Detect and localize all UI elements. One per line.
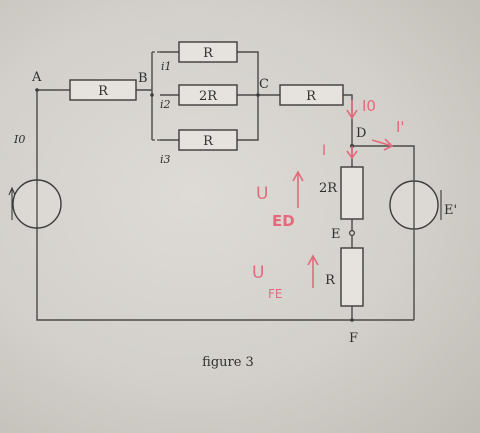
wire-left [36, 90, 414, 321]
arrow-i-down-icon [346, 146, 358, 160]
node-a-label: A [31, 70, 42, 85]
node-a-dot [35, 88, 39, 92]
current-i1-label: i1 [161, 60, 172, 73]
arrow-u-ed-icon [292, 170, 304, 208]
resistor-bottom-label: R [203, 134, 214, 149]
arrow-i-prime-icon [371, 138, 394, 151]
resistor-bottom [178, 129, 238, 151]
node-b-label: B [138, 71, 148, 86]
annotation-u-fe-sub: FE [268, 287, 282, 301]
wire-c-d [258, 94, 353, 167]
resistor-ab [69, 79, 137, 101]
figure-caption: figure 3 [202, 355, 254, 370]
node-e-label: E [331, 227, 341, 242]
arrow-i0-down-icon [346, 100, 358, 120]
resistor-middle [178, 84, 238, 106]
node-c-dot [256, 93, 260, 97]
resistor-ef-label: R [325, 273, 336, 288]
node-e-dot [349, 230, 356, 237]
resistor-ab-label: R [98, 84, 109, 99]
pen-annotations [292, 100, 394, 288]
node-d-label: D [356, 126, 366, 141]
resistor-top [178, 41, 238, 63]
node-f-dot [350, 318, 354, 322]
node-c-label: C [259, 77, 269, 92]
current-i0-label: I0 [13, 133, 25, 146]
resistor-de [340, 166, 364, 220]
resistor-cd [279, 84, 344, 106]
annotation-i-prime: I' [396, 118, 405, 136]
annotation-i0: I0 [362, 97, 376, 115]
source-right [389, 180, 442, 230]
resistor-cd-label: R [306, 89, 317, 104]
annotation-u-ed: U [256, 184, 268, 204]
annotation-u-ed-sub: ED [272, 212, 295, 230]
annotation-i: I [322, 143, 326, 159]
resistor-de-label: 2R [319, 181, 338, 196]
arrow-u-fe-icon [307, 254, 319, 288]
resistor-middle-label: 2R [199, 89, 218, 104]
resistor-ef [340, 247, 364, 307]
resistor-top-label: R [203, 46, 214, 61]
annotation-u-fe: U [252, 263, 264, 283]
node-f-label: F [349, 331, 358, 346]
node-b-dot [150, 93, 154, 97]
source-right-label: E' [444, 203, 457, 218]
current-i3-label: i3 [160, 153, 171, 166]
source-left [8, 179, 62, 229]
wire-d-right [352, 145, 415, 320]
wire-b-dashed [152, 51, 160, 141]
current-i2-label: i2 [160, 98, 171, 111]
